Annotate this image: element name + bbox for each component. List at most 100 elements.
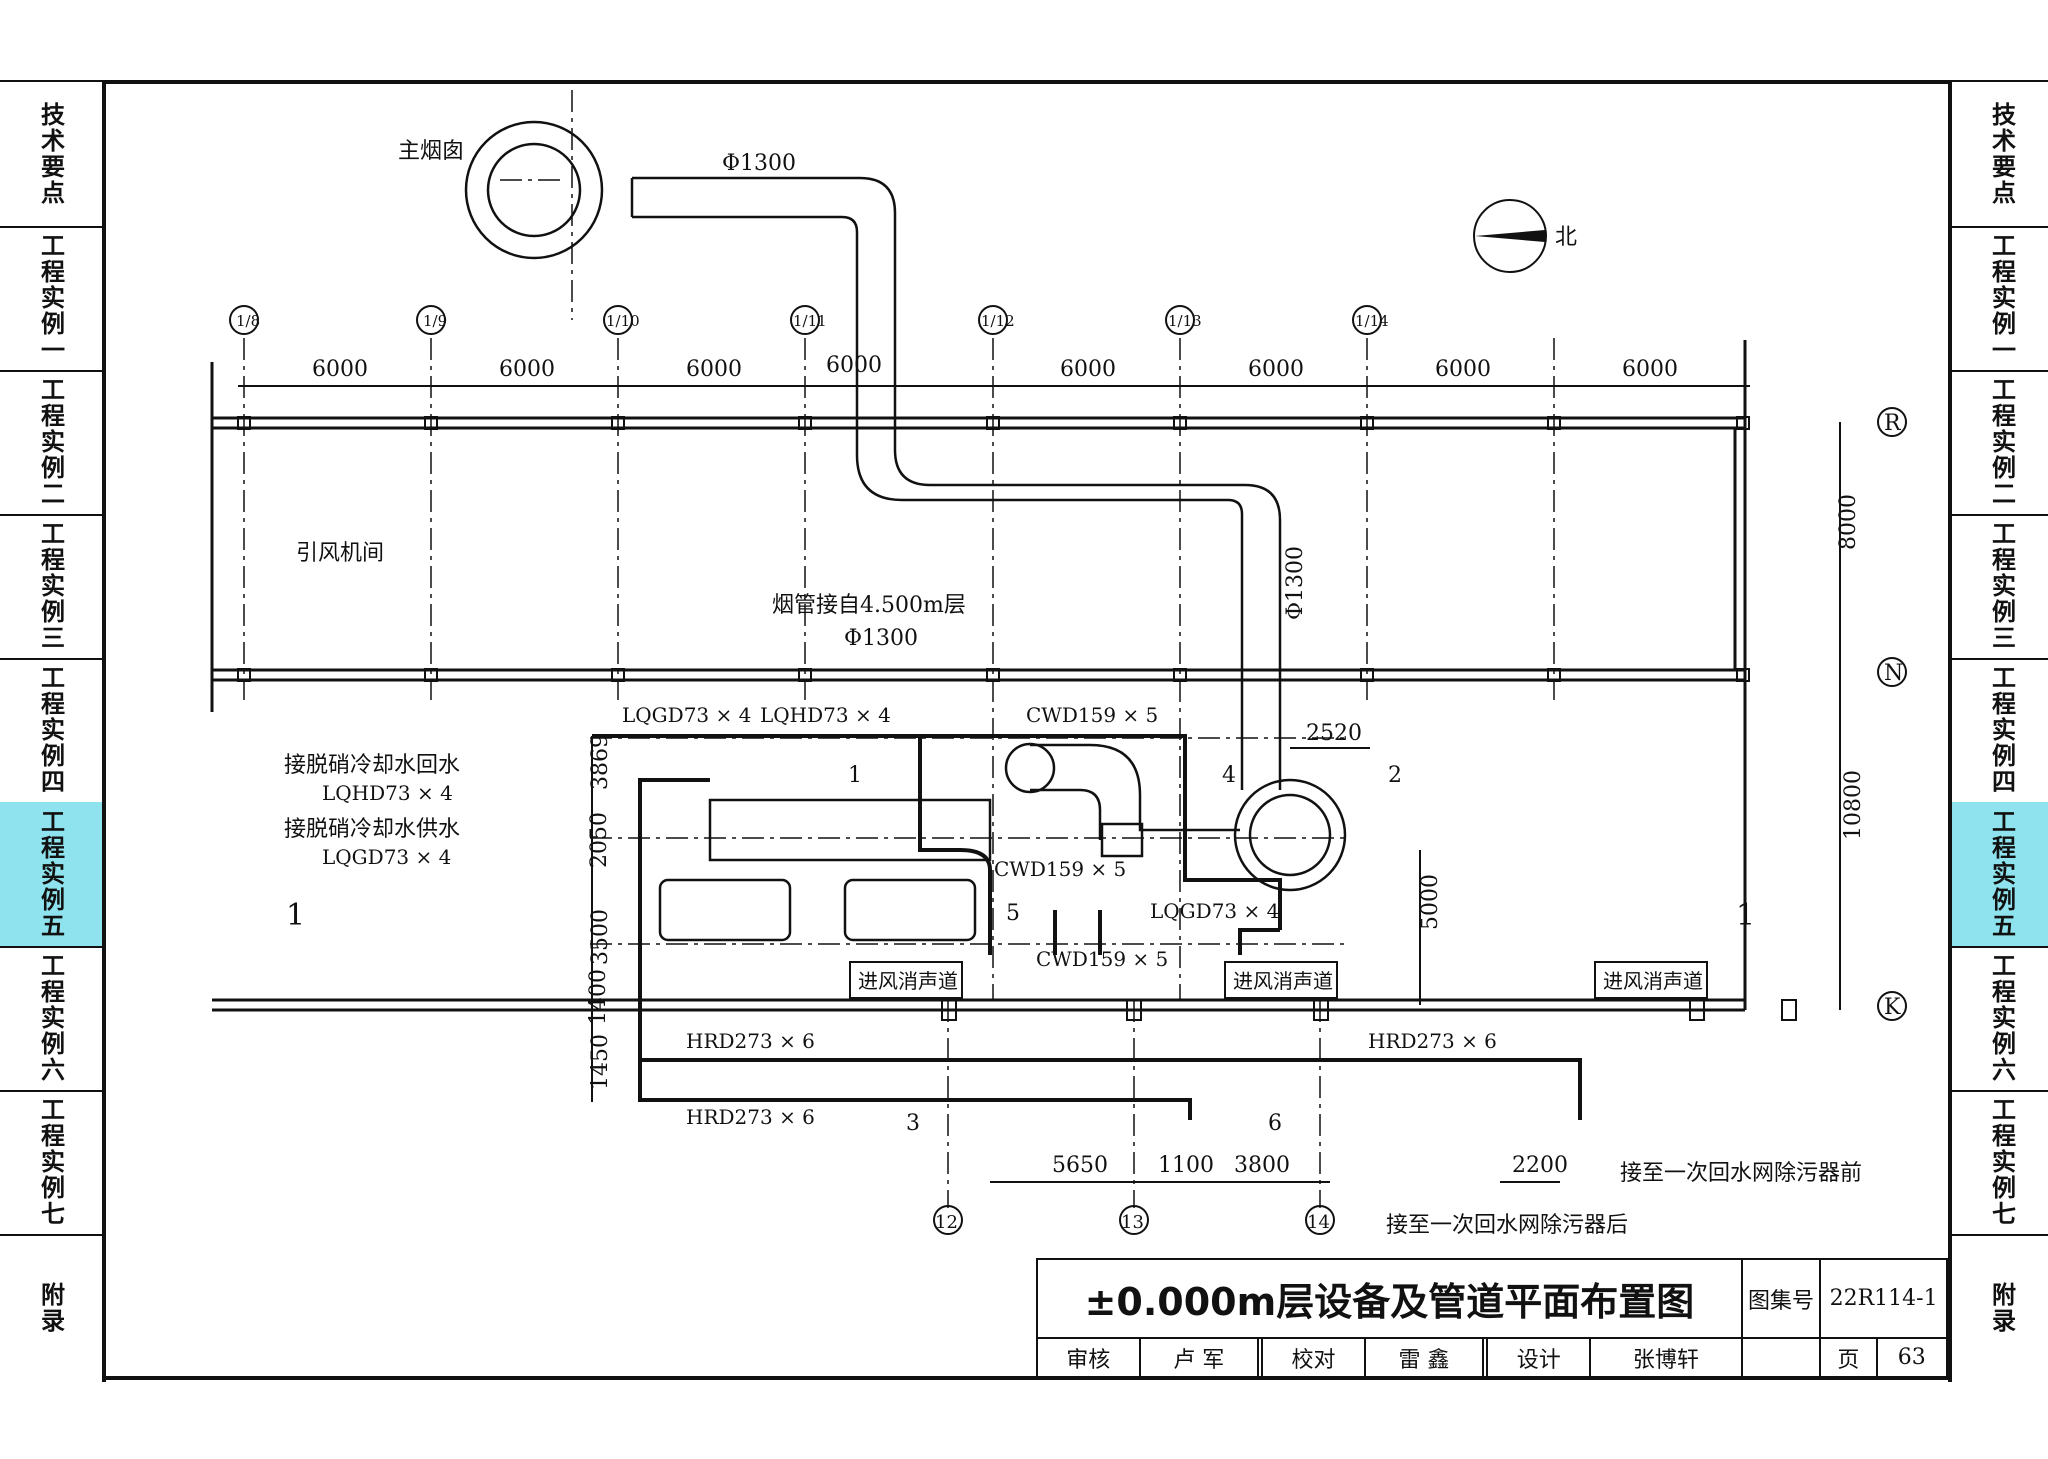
dim-bottom: 2200 xyxy=(1512,1153,1568,1178)
return-note-line1: 接脱硝冷却水回水 xyxy=(284,753,460,778)
section-mark-right: 1 xyxy=(1736,898,1755,933)
note-after-filter: 接至一次回水网除污器后 xyxy=(1386,1213,1628,1238)
supply-note-line1: 接脱硝冷却水供水 xyxy=(284,817,460,842)
drawing-title: ±0.000m层设备及管道平面布置图 xyxy=(1036,1257,1743,1340)
callout-2: 2 xyxy=(1388,763,1402,788)
designer-signature xyxy=(1740,1337,1822,1378)
axis-label: 1/14 xyxy=(1355,312,1389,330)
side-tab-6-active[interactable]: 工程实例五 xyxy=(0,802,102,948)
callout-6: 6 xyxy=(1268,1111,1282,1136)
columns xyxy=(237,416,1797,1021)
side-tab-6-active[interactable]: 工程实例五 xyxy=(1952,802,2048,948)
supply-note-line2: LQGD73 × 4 xyxy=(322,845,451,869)
page-number: 63 xyxy=(1875,1337,1948,1378)
north-arrow-icon xyxy=(1473,199,1547,273)
dim-label: 6000 xyxy=(1622,357,1678,382)
silencer-boxes xyxy=(849,961,1708,999)
north-arrow-needle xyxy=(1475,230,1545,242)
dim-bottom: 5650 xyxy=(1052,1153,1108,1178)
side-tab-8[interactable]: 工程实例七 xyxy=(1952,1090,2048,1236)
dim-left: 2050 xyxy=(587,812,612,868)
dim-label: 6000 xyxy=(1435,357,1491,382)
pipe-label: HRD273 × 6 xyxy=(686,1105,815,1129)
axis-label: 1/12 xyxy=(981,312,1015,330)
room-label: 引风机间 xyxy=(296,541,384,566)
dim-bottom: 3800 xyxy=(1234,1153,1290,1178)
side-tab-2[interactable]: 工程实例一 xyxy=(0,226,102,372)
right-side-tabs: 技术要点 工程实例一 工程实例二 工程实例三 工程实例四 工程实例五 工程实例六… xyxy=(1948,80,2048,1382)
dimension-lines xyxy=(238,385,1841,1183)
dim-left: 1400 xyxy=(586,969,611,1025)
pipes xyxy=(592,734,1582,1120)
axis-label-k: K xyxy=(1884,995,1901,1020)
pipe-label: LQGD73 × 4 xyxy=(622,703,751,727)
reviewer-signature xyxy=(1256,1337,1264,1378)
side-tab-9[interactable]: 附录 xyxy=(1987,1282,2016,1334)
note-before-filter: 接至一次回水网除污器前 xyxy=(1620,1161,1862,1186)
dim-bottom: 1100 xyxy=(1158,1153,1214,1178)
north-label: 北 xyxy=(1555,225,1577,250)
checker: 雷 鑫 xyxy=(1363,1337,1485,1378)
side-tab-3[interactable]: 工程实例二 xyxy=(1952,370,2048,516)
axis-label: 1/9 xyxy=(423,312,447,330)
callout-4: 4 xyxy=(1222,763,1236,788)
side-tab-9[interactable]: 附录 xyxy=(36,1282,65,1334)
atlas-number: 22R114-1 xyxy=(1819,1257,1948,1340)
dim-label: 6000 xyxy=(826,353,882,378)
dim-5000: 5000 xyxy=(1418,874,1443,930)
axis-label-r: R xyxy=(1884,411,1902,436)
axis-label: 1/8 xyxy=(236,312,260,330)
dim-8000: 8000 xyxy=(1836,494,1861,550)
axis-label: 1/11 xyxy=(793,312,827,330)
side-tab-7[interactable]: 工程实例六 xyxy=(0,946,102,1092)
duct-top-label: Φ1300 xyxy=(722,151,796,176)
dim-label: 6000 xyxy=(312,357,368,382)
axis-label-14: 14 xyxy=(1307,1212,1330,1233)
side-tab-4[interactable]: 工程实例三 xyxy=(0,514,102,660)
dim-label: 6000 xyxy=(1060,357,1116,382)
design-label: 设计 xyxy=(1486,1337,1592,1378)
side-tab-3[interactable]: 工程实例二 xyxy=(0,370,102,516)
axis-label: 1/10 xyxy=(606,312,640,330)
side-tab-1[interactable]: 技术要点 xyxy=(1952,82,2048,228)
pipe-label: CWD159 × 5 xyxy=(994,857,1126,881)
duct-vertical-label: Φ1300 xyxy=(1283,546,1308,620)
reviewer: 卢 军 xyxy=(1138,1337,1259,1378)
axis-label-n: N xyxy=(1884,661,1903,686)
side-tab-8[interactable]: 工程实例七 xyxy=(0,1090,102,1236)
axis-bubbles xyxy=(229,305,1907,1235)
drawing-frame xyxy=(102,80,1948,1380)
left-side-tabs: 技术要点 工程实例一 工程实例二 工程实例三 工程实例四 工程实例五 工程实例六… xyxy=(0,80,106,1382)
axis-label-12: 12 xyxy=(935,1212,958,1233)
flue-note-line1: 烟管接自4.500m层 xyxy=(772,593,966,618)
axis-label: 1/13 xyxy=(1168,312,1202,330)
flue-note-line2: Φ1300 xyxy=(844,626,918,651)
axis-label-13: 13 xyxy=(1121,1212,1144,1233)
dim-label: 6000 xyxy=(499,357,555,382)
dim-left: 3869 xyxy=(588,734,613,790)
side-tab-2[interactable]: 工程实例一 xyxy=(1952,226,2048,372)
designer: 张博轩 xyxy=(1589,1337,1743,1378)
side-tab-1[interactable]: 技术要点 xyxy=(0,82,102,228)
side-tab-7[interactable]: 工程实例六 xyxy=(1952,946,2048,1092)
checker-signature xyxy=(1481,1337,1489,1378)
dim-left: 1450 xyxy=(588,1034,613,1090)
atlas-label: 图集号 xyxy=(1740,1257,1822,1340)
pipe-label: HRD273 × 6 xyxy=(686,1029,815,1053)
side-tab-4[interactable]: 工程实例三 xyxy=(1952,514,2048,660)
flue-duct xyxy=(464,120,1282,790)
dim-left: 3500 xyxy=(588,909,613,965)
section-mark-left: 1 xyxy=(286,898,305,933)
callout-5: 5 xyxy=(1006,901,1020,926)
pipe-label: LQGD73 × 4 xyxy=(1150,899,1279,923)
equipment xyxy=(658,742,1347,942)
title-block: ±0.000m层设备及管道平面布置图 图集号 22R114-1 审核 卢 军 校… xyxy=(1036,1257,1948,1378)
pipe-label: CWD159 × 5 xyxy=(1036,947,1168,971)
callout-3: 3 xyxy=(906,1111,920,1136)
callout-1: 1 xyxy=(848,763,862,788)
pipe-label: HRD273 × 6 xyxy=(1368,1029,1497,1053)
silencer-label: 进风消声道 xyxy=(1233,969,1333,993)
dim-label: 6000 xyxy=(686,357,742,382)
check-label: 校对 xyxy=(1261,1337,1366,1378)
